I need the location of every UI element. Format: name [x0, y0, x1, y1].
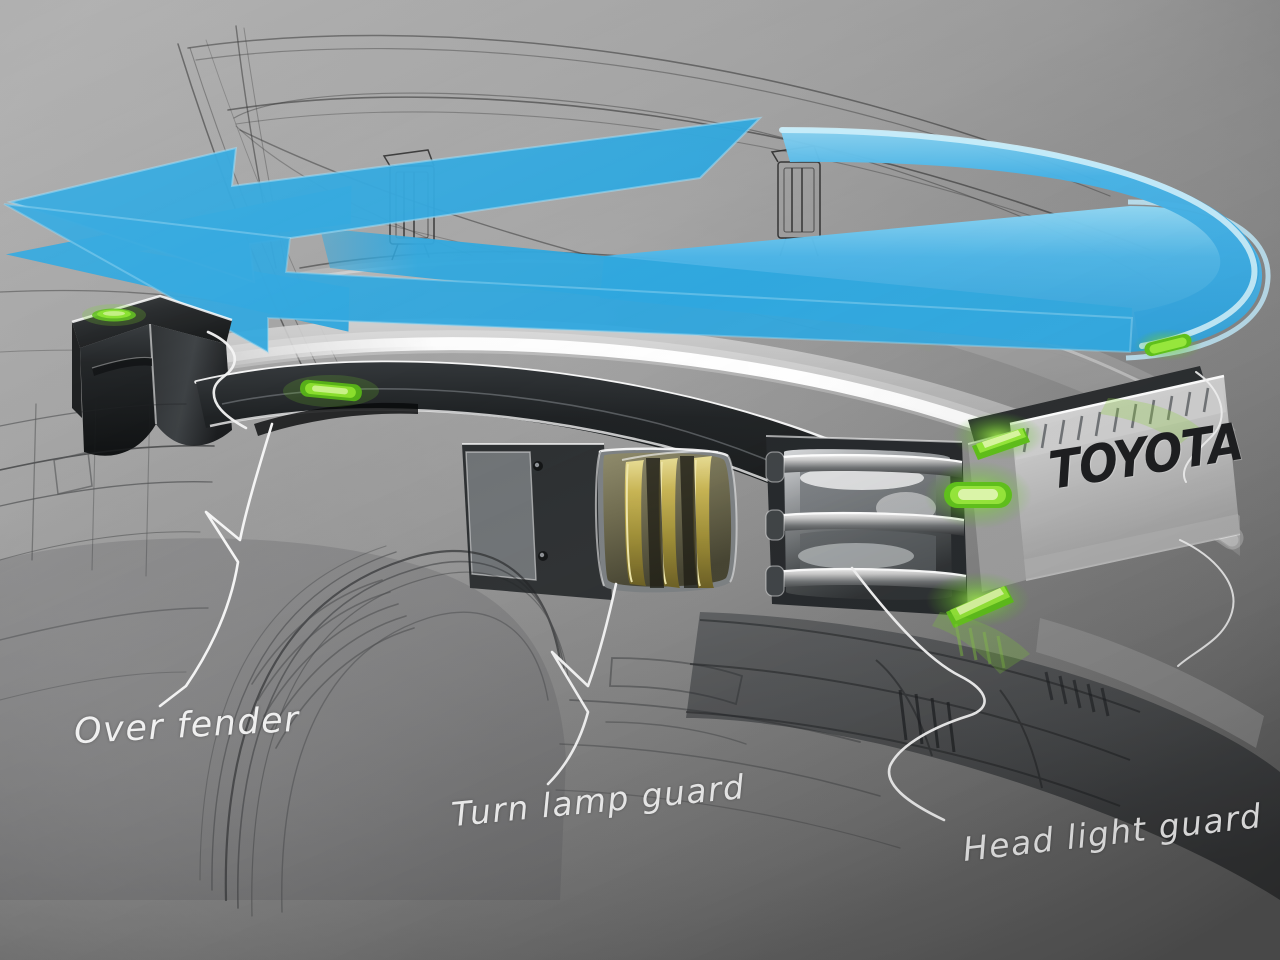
final-sheen-overlay: [0, 0, 1280, 960]
design-sketch-canvas: Over fender Turn lamp guard Head light g…: [0, 0, 1280, 960]
